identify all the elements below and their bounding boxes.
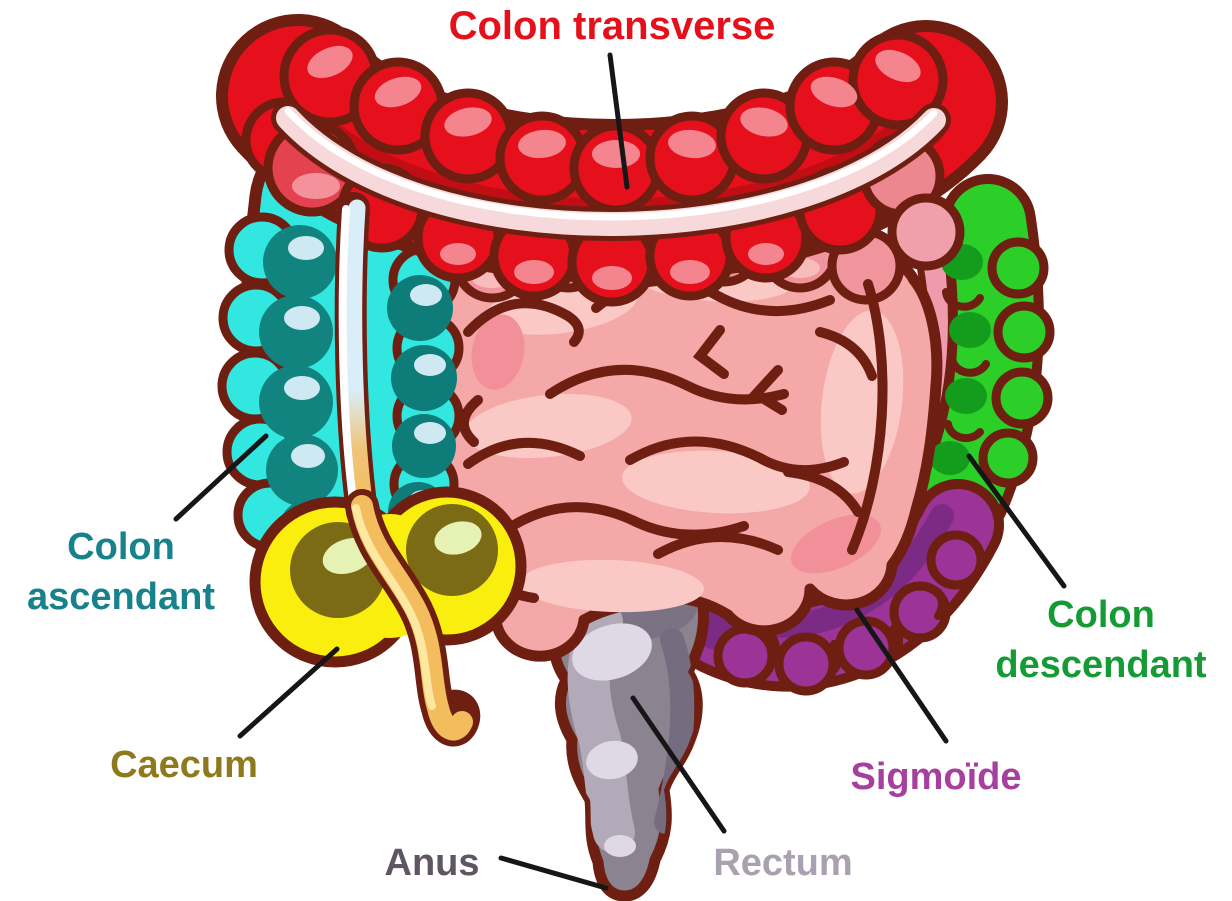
label-colon-ascendant: Colon ascendant	[27, 526, 215, 619]
appendix-shape	[345, 489, 481, 747]
label-rectum: Rectum	[713, 842, 853, 884]
taenia-band	[334, 192, 378, 528]
leader-line-descendant	[966, 453, 1067, 589]
label-colon-transverse: Colon transverse	[448, 4, 776, 48]
leader-line-transverse	[607, 52, 630, 190]
label-colon-descendant: Colon descendant	[995, 594, 1207, 687]
transverse-top-bumps	[279, 25, 948, 215]
label-sigmoide: Sigmoïde	[850, 756, 1022, 798]
leader-line-ascendant	[173, 433, 269, 522]
leader-line-sigmoide	[854, 607, 949, 744]
haustra-bumps	[259, 225, 457, 566]
leader-line-caecum	[237, 646, 340, 739]
colon-ascendant-shape	[217, 120, 464, 623]
leader-lines	[173, 52, 1067, 891]
leader-line-rectum	[630, 695, 727, 834]
label-anus: Anus	[384, 842, 480, 884]
leader-line-anus	[498, 855, 609, 891]
omentum-band	[271, 101, 951, 241]
intestine-folds	[459, 275, 888, 603]
colon-transverse-shape	[216, 14, 1008, 307]
label-caecum: Caecum	[110, 744, 258, 786]
